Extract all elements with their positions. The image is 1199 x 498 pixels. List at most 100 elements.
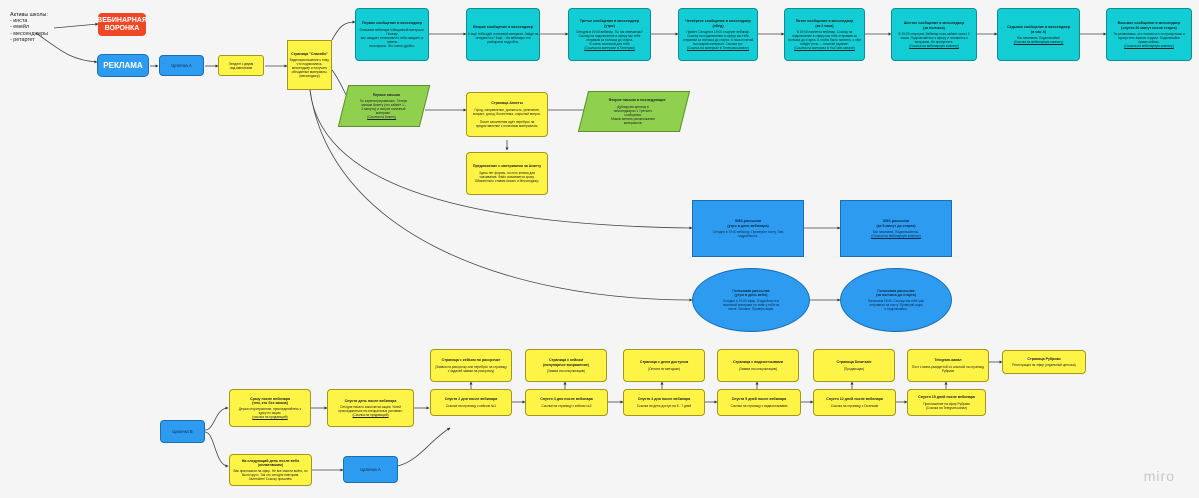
funnel-title-text: ВЕБИНАРНАЯ ВОРОНКА	[98, 16, 146, 32]
messenger-message-6-link[interactable]: (Ссылка на вебинарную комнату)	[909, 43, 959, 48]
sms-five-title: SMS-рассылка (за 5 минут до старта)	[876, 219, 916, 228]
first-letter-link[interactable]: (Ссылка на Анкету)	[366, 115, 396, 120]
messenger-message-5[interactable]: Пятое сообщение в мессенджер (за 2 часа)…	[784, 8, 865, 61]
follow-up-page-2[interactable]: Страница с кейсом (популярное возражение…	[525, 349, 607, 382]
messenger-message-3-link[interactable]: (Ссылка на материал в Телеграм)	[584, 45, 635, 50]
messenger-message-6[interactable]: Шестое сообщение в мессенджер (за полчас…	[891, 8, 977, 61]
voice-day[interactable]: Голосовая рассылка (утро в день вебо) Се…	[692, 268, 810, 332]
messenger-message-7[interactable]: Седьмое сообщение в мессенджер (в час Х)…	[997, 8, 1080, 61]
follow-up-page-4[interactable]: Страница с видеоотзывами(Заявка на консу…	[717, 349, 799, 382]
second-letter-title: Второе письмо и последующие	[608, 98, 666, 103]
first-letter-body: Ты зарегистрировалась. Теперь запиши Анк…	[359, 99, 408, 116]
post-webinar-message-7-title: Спустя 12 дней после вебинара	[826, 397, 883, 402]
follow-up-page-1[interactable]: Страница с кейсом по рассрочке(Заявка на…	[430, 349, 512, 382]
messenger-message-3-body: Сегодня в 19:00 вебинар. Ты так отвечаеш…	[576, 29, 643, 46]
post-webinar-message-2-link[interactable]: (Ссылка на продающий)	[352, 413, 389, 418]
lead-magnet-landing[interactable]: Лендинг с двумя лид-магнитами	[218, 55, 264, 76]
second-letter-body: Дублируем цепочку в мессенджерах с Треть…	[611, 104, 656, 125]
messenger-message-4-link[interactable]: (Ссылка на материал в Телеграм-канале)	[687, 45, 749, 50]
messenger-message-2-body: А ещё тебя ждёт полезный материал. Зайди…	[467, 31, 539, 44]
follow-up-page-6-title: Telegram-канал	[934, 358, 962, 363]
messenger-message-8-body: Ты установишь, что толком что-то пропуст…	[1113, 31, 1185, 44]
follow-up-page-7-title: Страница Рубрики	[1027, 356, 1061, 361]
post-webinar-message-1-link[interactable]: (ссылка на продающий)	[252, 415, 288, 420]
post-webinar-message-1[interactable]: Сразу после вебинара (тем, кто без заказ…	[229, 389, 311, 427]
miro-logo: miro	[1143, 468, 1175, 484]
survey-offer-body: Здесь нет формы, но есть кнопка для скач…	[474, 170, 540, 183]
chain-b-node[interactable]: Цепочка Б	[160, 420, 205, 443]
post-webinar-message-5-title: Спустя 4 дня после вебинара	[637, 397, 691, 402]
voice-half-hour[interactable]: Голосовая рассылка (за полчаса до старта…	[840, 268, 952, 332]
post-webinar-message-8-body: Приглашение на эфир Рубрики (Ссылка на T…	[923, 401, 970, 410]
funnel-title[interactable]: ВЕБИНАРНАЯ ВОРОНКА	[98, 13, 146, 36]
follow-up-page-6-body: Пост с мини-разидеттой со ссылкой на стр…	[911, 364, 985, 373]
messenger-message-8-link[interactable]: (Ссылка на вебинарную комнату)	[1124, 43, 1174, 48]
messenger-message-4-body: Привет. Сегодня в 19:00 стартует вебинар…	[682, 29, 754, 46]
messenger-message-7-link[interactable]: (Ссылка на вебинарную комнату)	[1013, 39, 1064, 44]
thanks-page-body: Видеоприглашение к тому, что подписались…	[289, 58, 330, 79]
chain-a-repeat-node[interactable]: Цепочка А	[343, 456, 398, 483]
first-letter[interactable]: Первое письмо Ты зарегистрировалась. Теп…	[337, 85, 431, 127]
post-webinar-message-8-title: Спустя 15 дней после вебинара	[918, 395, 975, 400]
post-webinar-message-6-body: Ссылка на страницу с видеоотзывами	[730, 403, 788, 408]
messenger-message-2-title: Второе сообщение в мессенджер	[473, 25, 533, 30]
voice-day-body: Сегодня в 19:00 эфир. Подробности и поле…	[722, 299, 780, 312]
follow-up-page-5-body: (Продающая)	[843, 366, 865, 371]
chain-a-node[interactable]: Цепочка А	[159, 55, 204, 76]
assets-note: Активы школы: - инста - емейл - мессендж…	[10, 12, 48, 43]
voice-half-title: Голосовая рассылка (за полчаса до старта…	[876, 288, 916, 297]
voice-day-title: Голосовая рассылка (утро в день вебо)	[732, 288, 770, 297]
messenger-message-8[interactable]: Восьмое сообщение в мессенджер (спустя 2…	[1106, 8, 1192, 61]
sms-morning[interactable]: SMS-рассылка (утро в день вебинара) Сего…	[692, 200, 804, 257]
survey-page-title: Страница Анкеты	[491, 101, 523, 106]
follow-up-page-5-title: Страница Downsale	[836, 360, 872, 365]
messenger-message-5-link[interactable]: (Ссылка на материал в YouTube-канале)	[794, 45, 855, 50]
ads-node[interactable]: РЕКЛАМА	[97, 54, 149, 77]
lead-magnet-text: Лендинг с двумя лид-магнитами	[228, 61, 254, 70]
follow-up-page-4-title: Страница с видеоотзывами	[733, 360, 783, 365]
post-webinar-message-1-title: Сразу после вебинара (тем, кто без заказ…	[250, 396, 290, 405]
sms-morning-title: SMS-рассылка (утро в день вебинара)	[727, 219, 769, 228]
messenger-message-5-body: В 19:00 начнется вебинар. Ссылку на подк…	[788, 29, 861, 46]
survey-page[interactable]: Страница Анкеты Город, направление, долж…	[466, 92, 548, 137]
next-day-message[interactable]: На следующий день после вебо (оплатившим…	[229, 454, 312, 486]
thanks-page[interactable]: Страница "Спасибо" Видеоприглашение к то…	[287, 40, 332, 90]
messenger-message-4[interactable]: Четвёртое сообщение в мессенджер (обед)П…	[678, 8, 758, 61]
follow-up-page-5[interactable]: Страница Downsale(Продающая)	[813, 349, 895, 382]
follow-up-page-3-title: Страница с днем доступом	[639, 360, 689, 365]
sms-five-link[interactable]: (Ссылка на вебинарную комнату)	[871, 233, 921, 238]
post-webinar-message-1-body: Держи сторитрясение, присоединяйтесь к к…	[238, 407, 302, 416]
voice-half-body: Начинаем 19:00. Ссылку мы тебе уже отпра…	[867, 299, 925, 312]
follow-up-page-1-body: (Заявка на рассрочку или переброс на стр…	[435, 364, 507, 373]
messenger-message-1-title: Первое сообщение в мессенджер	[361, 21, 423, 26]
follow-up-page-3[interactable]: Страница с днем доступом(Оплата по метод…	[623, 349, 705, 382]
messenger-message-3[interactable]: Третье сообщение в мессенджер (утро)Сего…	[568, 8, 651, 61]
survey-offer[interactable]: Предложение с материалом за Анкету Здесь…	[466, 152, 548, 195]
follow-up-page-2-body: (Заявка на консультацию)	[546, 368, 586, 373]
post-webinar-message-3-title: Спустя 2 дня после вебинара	[444, 397, 498, 402]
messenger-message-6-body: В 19:00 стартуем. Вебинар пока займёт ок…	[898, 31, 970, 44]
second-letter[interactable]: Второе письмо и последующие Дублируем це…	[577, 91, 691, 132]
post-webinar-message-4-body: Ссылка на страницу с кейсом №2	[541, 403, 592, 408]
follow-up-page-1-title: Страница с кейсом по рассрочке	[441, 358, 501, 363]
sms-five-body: Мы начинаем. Подключайтесь.	[872, 229, 920, 234]
follow-up-page-4-body: (Заявка на консультацию)	[738, 366, 778, 371]
sms-five-minutes[interactable]: SMS-рассылка (за 5 минут до старта) Мы н…	[840, 200, 952, 257]
post-webinar-message-2-title: Спустя день после вебинара	[344, 398, 397, 403]
next-day-title: На следующий день после вебо (оплатившим…	[241, 458, 300, 467]
post-webinar-message-7-body: Ссылка на страницу с Downsale	[830, 403, 879, 408]
thanks-page-title: Страница "Спасибо"	[291, 51, 328, 56]
messenger-message-6-title: Шестое сообщение в мессенджер (за полчас…	[903, 21, 965, 30]
messenger-message-7-body: Мы начинаем. Подключайся!	[1017, 35, 1060, 40]
